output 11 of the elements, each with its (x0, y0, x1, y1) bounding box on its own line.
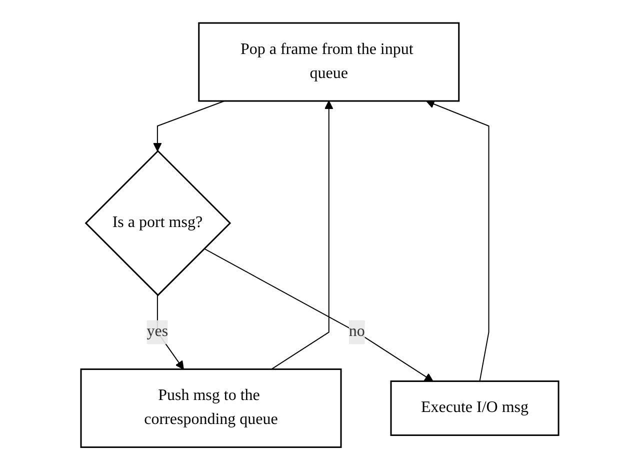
node-box: Pop a frame from the input queue (198, 22, 460, 102)
arrow (156, 294, 184, 370)
arrow (152, 100, 225, 152)
arrow (270, 100, 334, 370)
edge-label: no (348, 323, 365, 340)
arrow (203, 248, 434, 382)
node-box: Push msg to the corresponding queue (80, 368, 342, 448)
node-diamond: Is a port msg? (84, 150, 231, 296)
edge-label: yes (146, 323, 168, 340)
node-box: Execute I/O msg (390, 380, 560, 436)
arrow (426, 100, 489, 382)
